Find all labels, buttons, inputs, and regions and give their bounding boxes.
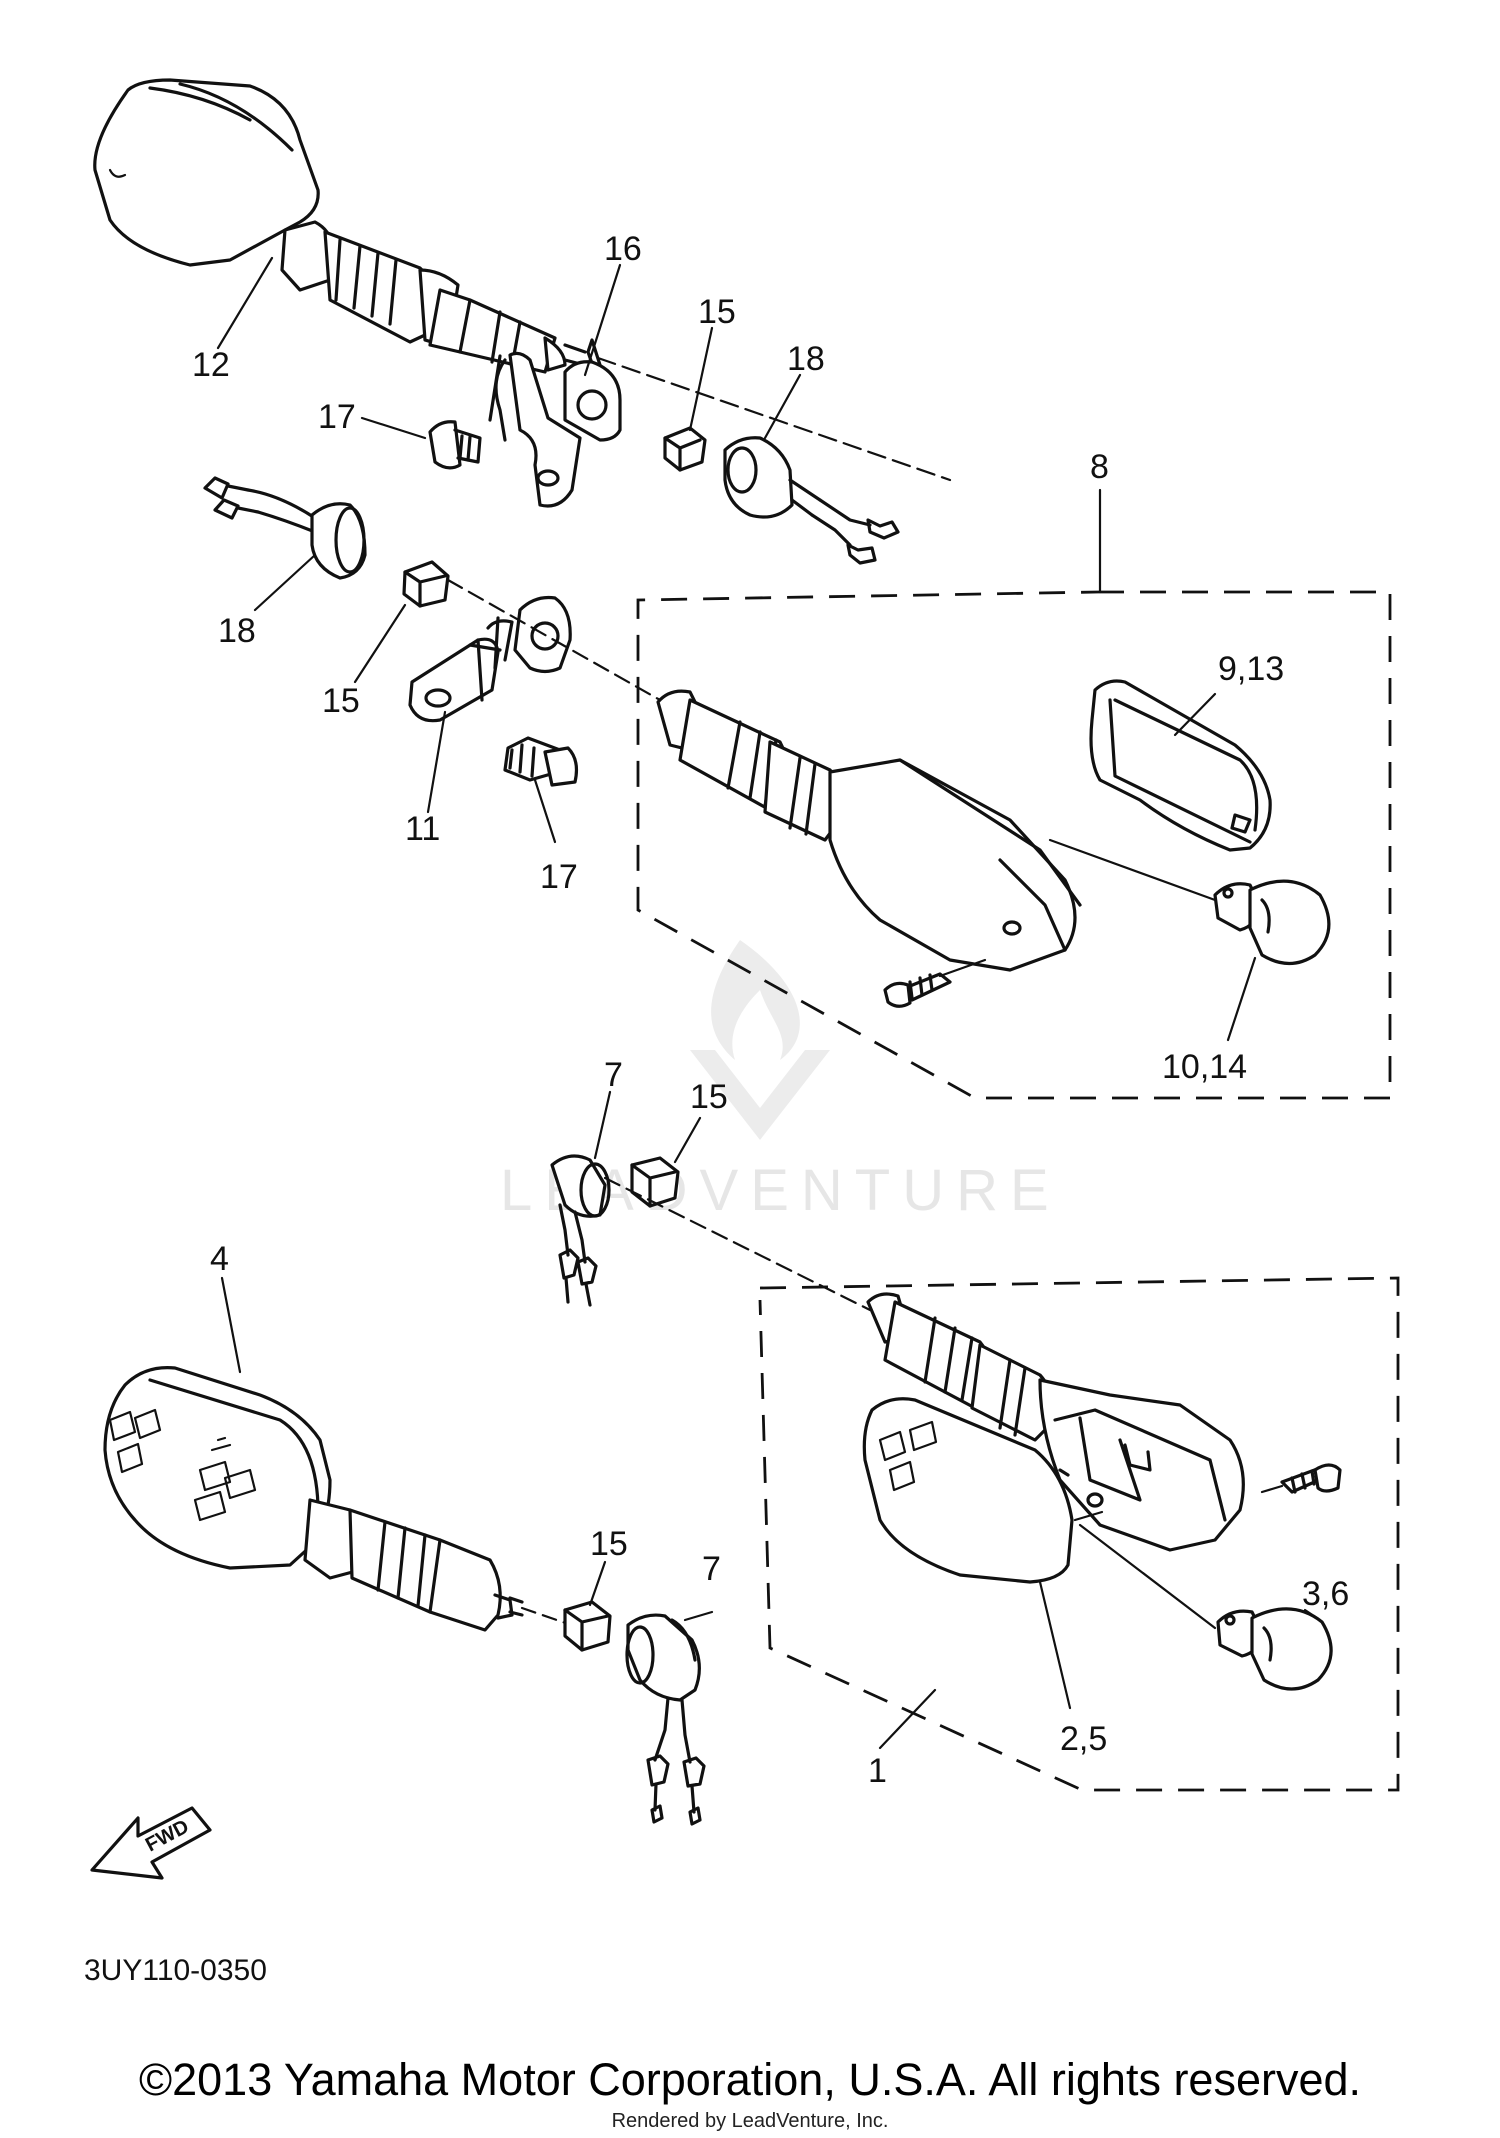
nut-15b: [402, 560, 450, 608]
callout-15-mid: 15: [322, 682, 360, 720]
socket-7b: [625, 1613, 706, 1826]
nut-15a: [663, 426, 707, 472]
rendered-by-notice: Rendered by LeadVenture, Inc.: [611, 2110, 889, 2132]
bulb-3-6: [1216, 1607, 1333, 1691]
callout-1: 1: [868, 1752, 887, 1790]
bracket-11: [408, 595, 572, 723]
flasher-light-rear-left: [93, 78, 952, 482]
callout-7-lower: 7: [702, 1550, 721, 1588]
callout-17-mid: 17: [540, 858, 578, 896]
bolt-17b: [503, 736, 579, 787]
callout-15-bottom: 15: [590, 1525, 628, 1563]
callout-11: 11: [405, 810, 440, 848]
callout-2-5: 2,5: [1060, 1720, 1107, 1758]
bolt-17a: [428, 420, 482, 470]
flasher-light-rear-right: [656, 689, 1082, 972]
callout-3-6: 3,6: [1302, 1575, 1349, 1613]
copyright-notice: ©2013 Yamaha Motor Corporation, U.S.A. A…: [138, 2054, 1362, 2105]
fwd-arrow-icon: FWD: [90, 1806, 212, 1880]
screw-lower: [1280, 1463, 1342, 1494]
callout-18-top: 18: [787, 340, 825, 378]
callout-4: 4: [210, 1240, 229, 1278]
callout-16: 16: [604, 230, 642, 268]
lens-9-13: [1089, 679, 1272, 852]
callout-15-top: 15: [698, 293, 736, 331]
callout-18-mid: 18: [218, 612, 256, 650]
callout-12: 12: [192, 346, 230, 384]
callout-10-14: 10,14: [1162, 1048, 1247, 1086]
grommet-18a: [723, 436, 900, 565]
screw-mid: [883, 972, 952, 1008]
callout-15-lower-mid: 15: [690, 1078, 728, 1116]
diagram-code: 3UY110-0350: [84, 1954, 267, 1987]
bracket-16: [488, 351, 622, 508]
group-box-1: [758, 1276, 1400, 1792]
callout-7-upper: 7: [604, 1056, 623, 1094]
callout-9-13: 9,13: [1218, 650, 1284, 688]
callout-17-top: 17: [318, 398, 356, 436]
leader-lines: [216, 256, 1322, 1750]
nut-15c: [630, 1156, 680, 1208]
callout-8: 8: [1090, 448, 1109, 486]
flasher-light-front-right: [866, 1292, 1245, 1552]
wire-connectors-18b: [203, 476, 367, 580]
group-box-8: [636, 590, 1392, 1100]
socket-7a: [550, 1154, 611, 1307]
nut-15d: [563, 1600, 612, 1652]
flasher-light-front-left: [103, 1366, 582, 1632]
lens-2-5: [862, 1397, 1074, 1584]
bulb-10-14: [1213, 879, 1331, 966]
